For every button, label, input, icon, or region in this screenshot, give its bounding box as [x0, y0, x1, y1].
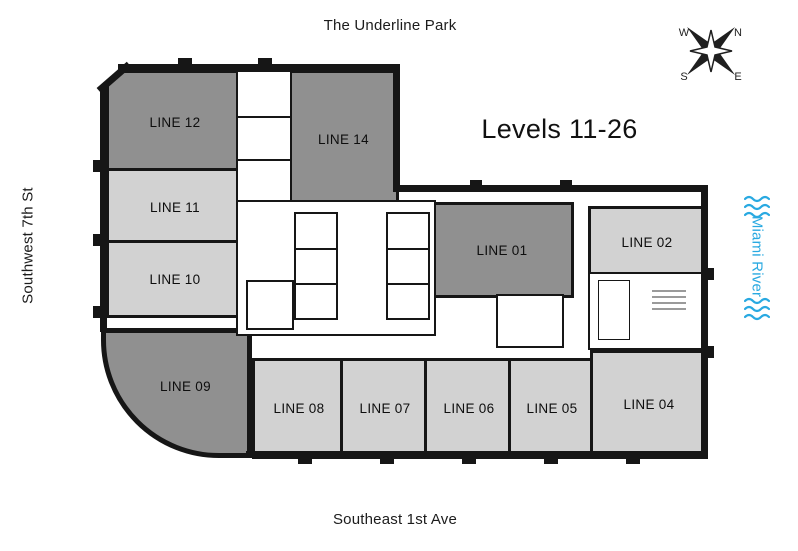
wall-segment	[393, 185, 708, 192]
compass-east-letter: E	[734, 71, 741, 83]
compass-west-letter: W	[679, 27, 690, 39]
balcony-tick	[544, 456, 558, 464]
fine-print-line	[652, 308, 686, 310]
water-wave-icon	[744, 297, 770, 321]
fine-print-block	[652, 290, 686, 314]
unit-line-02: LINE 02	[588, 206, 706, 278]
unit-line-09: LINE 09	[101, 328, 252, 458]
utility-closet	[598, 280, 630, 340]
unit-line-06: LINE 06	[424, 358, 514, 459]
unit-label: LINE 01	[476, 242, 528, 258]
unit-label: LINE 09	[160, 378, 211, 394]
unit-line-05: LINE 05	[508, 358, 596, 459]
room-divider	[236, 159, 292, 162]
balcony-tick	[258, 58, 272, 66]
fine-print-line	[652, 302, 686, 304]
fine-print-line	[652, 290, 686, 292]
unit-line-14: LINE 14	[288, 70, 399, 208]
unit-line-08: LINE 08	[252, 358, 346, 459]
balcony-tick	[178, 58, 192, 66]
elevator-divider	[386, 248, 430, 251]
balcony-tick	[298, 456, 312, 464]
unit-label: LINE 06	[443, 401, 495, 416]
unit-label: LINE 12	[149, 114, 201, 130]
elevator-bank	[294, 212, 338, 320]
balcony-tick	[470, 180, 482, 187]
street-label-southeast-1st-ave: Southeast 1st Ave	[332, 511, 458, 528]
unit-label: LINE 08	[273, 401, 325, 416]
unit-label: LINE 04	[623, 397, 675, 412]
balcony-tick	[93, 160, 101, 172]
balcony-tick	[380, 456, 394, 464]
wall-segment	[118, 64, 400, 71]
unit-label: LINE 14	[318, 131, 369, 147]
balcony-tick	[93, 234, 101, 246]
elevator-divider	[294, 248, 338, 251]
compass-south-letter: S	[680, 71, 687, 83]
unit-label: LINE 10	[149, 271, 201, 287]
unit-line-12: LINE 12	[106, 70, 244, 174]
balcony-tick	[560, 180, 572, 187]
unit-label: LINE 05	[526, 401, 578, 416]
wall-segment	[100, 86, 107, 332]
elevator-bank	[386, 212, 430, 320]
compass-north-letter: N	[734, 27, 742, 39]
stair-room	[496, 294, 564, 348]
balcony-tick	[93, 306, 101, 318]
wall-segment	[246, 451, 708, 458]
balcony-tick	[462, 456, 476, 464]
unit-line-10: LINE 10	[106, 240, 244, 318]
balcony-tick	[706, 346, 714, 358]
compass-rose-icon: W N S E	[679, 26, 742, 83]
unit-line-07: LINE 07	[340, 358, 430, 459]
unit-line-04: LINE 04	[590, 350, 708, 459]
unit-label: LINE 02	[621, 234, 673, 250]
balcony-tick	[706, 268, 714, 280]
unit-label: LINE 07	[359, 401, 411, 416]
unit-line-01: LINE 01	[430, 202, 574, 298]
wall-segment	[393, 64, 400, 192]
balcony-tick	[626, 456, 640, 464]
stair-room	[246, 280, 294, 330]
unit-line-11: LINE 11	[106, 168, 244, 246]
fine-print-line	[652, 296, 686, 298]
unit-label: LINE 11	[150, 199, 200, 215]
water-wave-icon	[744, 195, 770, 219]
elevator-divider	[294, 282, 338, 285]
wall-segment	[701, 185, 708, 458]
elevator-divider	[386, 282, 430, 285]
service-rooms	[236, 70, 292, 206]
street-label-underline-park: The Underline Park	[323, 17, 457, 34]
room-divider	[236, 115, 292, 118]
levels-title: Levels 11-26	[481, 114, 638, 144]
